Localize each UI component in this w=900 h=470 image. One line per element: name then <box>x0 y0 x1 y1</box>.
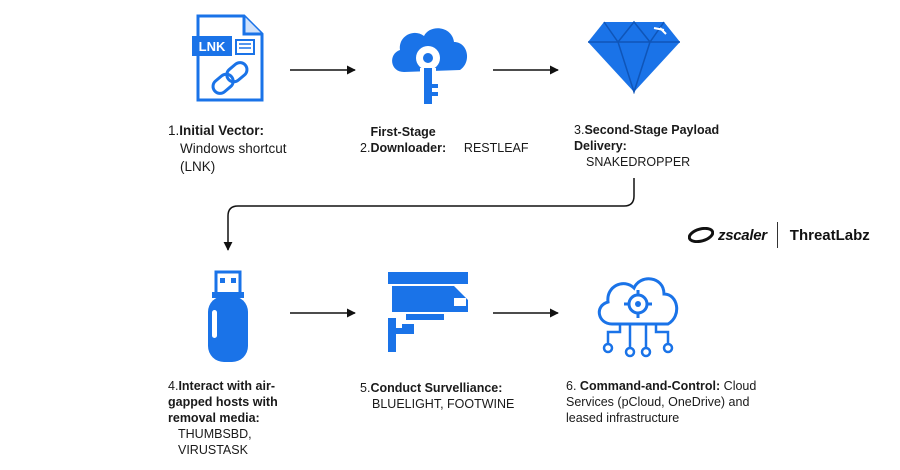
step-5-body: BLUELIGHT, FOOTWINE <box>372 397 515 411</box>
step-5-number: 5. <box>360 381 371 395</box>
step-2-body: RESTLEAF <box>463 141 529 155</box>
zscaler-wordmark: zscaler <box>718 226 767 244</box>
step-6-title: Command-and-Control: <box>579 379 721 393</box>
step-3-title: Second-Stage Payload Delivery: <box>574 123 720 153</box>
zscaler-logo-icon <box>688 227 714 243</box>
step-1-number: 1. <box>168 123 180 138</box>
step-1-label: 1.Initial Vector: Windows shortcut (LNK) <box>168 122 298 176</box>
diamond-icon <box>588 20 680 94</box>
step-3-body: SNAKEDROPPER <box>586 155 691 169</box>
step-6-label: 6. Command-and-Control: Cloud Services (… <box>566 378 766 426</box>
security-camera-icon <box>388 272 468 352</box>
step-4-label: 4.Interact with air-gapped hosts with re… <box>168 378 292 458</box>
step-5-label: 5.Conduct Survelliance: BLUELIGHT, FOOTW… <box>360 380 530 412</box>
step-4-title: Interact with air-gapped hosts with remo… <box>168 379 278 425</box>
usb-drive-icon <box>208 270 248 362</box>
cloud-gear-network-icon <box>597 277 679 358</box>
cloud-key-icon <box>392 28 468 104</box>
step-1-title: Initial Vector: <box>179 123 265 138</box>
step-5-title: Conduct Survelliance: <box>370 381 503 395</box>
step-2-label: 2.First-Stage Downloader: RESTLEAF <box>360 124 530 156</box>
brand-logo: zscaler ThreatLabz <box>688 220 870 250</box>
brand-divider <box>776 222 778 248</box>
lnk-file-icon: LNK <box>192 14 264 102</box>
lnk-badge-text: LNK <box>199 39 226 54</box>
arrow-3-to-4 <box>223 178 635 251</box>
chain-link-icon <box>211 61 249 95</box>
step-4-number: 4. <box>168 379 179 393</box>
step-6-number: 6. <box>566 379 577 393</box>
step-4-body: THUMBSBD, VIRUSTASK <box>178 427 252 457</box>
step-3-number: 3. <box>574 123 585 137</box>
step-1-body: Windows shortcut (LNK) <box>180 141 287 174</box>
step-2-number: 2. <box>360 141 371 155</box>
step-3-label: 3.Second-Stage Payload Delivery: SNAKEDR… <box>574 122 734 170</box>
step-2-title: First-Stage Downloader: <box>370 125 447 155</box>
step-6-body: Cloud Services (pCloud, OneDrive) and le… <box>566 379 757 425</box>
threatlabz-label: ThreatLabz <box>789 226 870 244</box>
